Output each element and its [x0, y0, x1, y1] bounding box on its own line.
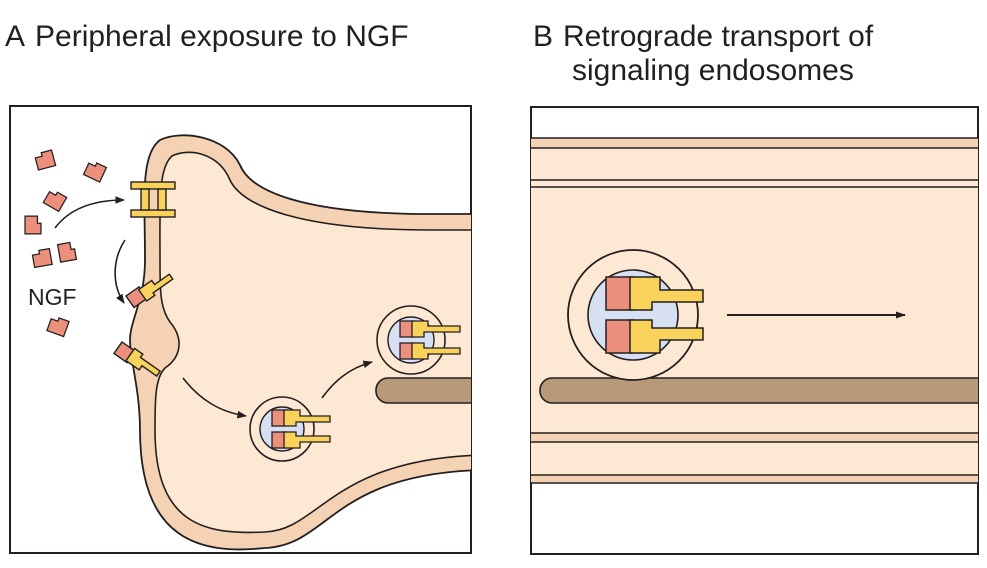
signaling-endosome — [567, 249, 704, 381]
arrow-binding — [54, 196, 125, 229]
endosome-1 — [249, 396, 331, 462]
receptor-pit-bottom — [112, 341, 162, 378]
panel-b-title: B Retrograde transport of signaling endos… — [533, 20, 873, 88]
arrow-transport-a — [321, 360, 373, 399]
panel-b-letter: B — [533, 20, 554, 53]
endosome-2 — [376, 305, 461, 375]
microtubule-a — [375, 377, 471, 404]
panel-b — [530, 106, 979, 555]
process-arrows — [54, 196, 373, 419]
panel-b-title-line2: signaling endosomes — [572, 54, 854, 87]
receptor-membrane — [130, 181, 176, 218]
arrow-endocytosis — [182, 377, 247, 419]
terminal-cytoplasm — [154, 151, 471, 534]
panel-a: NGF — [9, 105, 472, 554]
ngf-label: NGF — [28, 284, 77, 310]
arrow-internalization — [114, 239, 126, 304]
panel-b-title-line1: Retrograde transport of — [563, 20, 874, 53]
panel-a-letter: A — [5, 20, 26, 53]
receptor-pit-top — [125, 273, 174, 309]
panel-a-title-text: Peripheral exposure to NGF — [35, 20, 409, 53]
panel-a-title: A Peripheral exposure to NGF — [5, 20, 409, 54]
microtubule-b — [539, 377, 978, 404]
